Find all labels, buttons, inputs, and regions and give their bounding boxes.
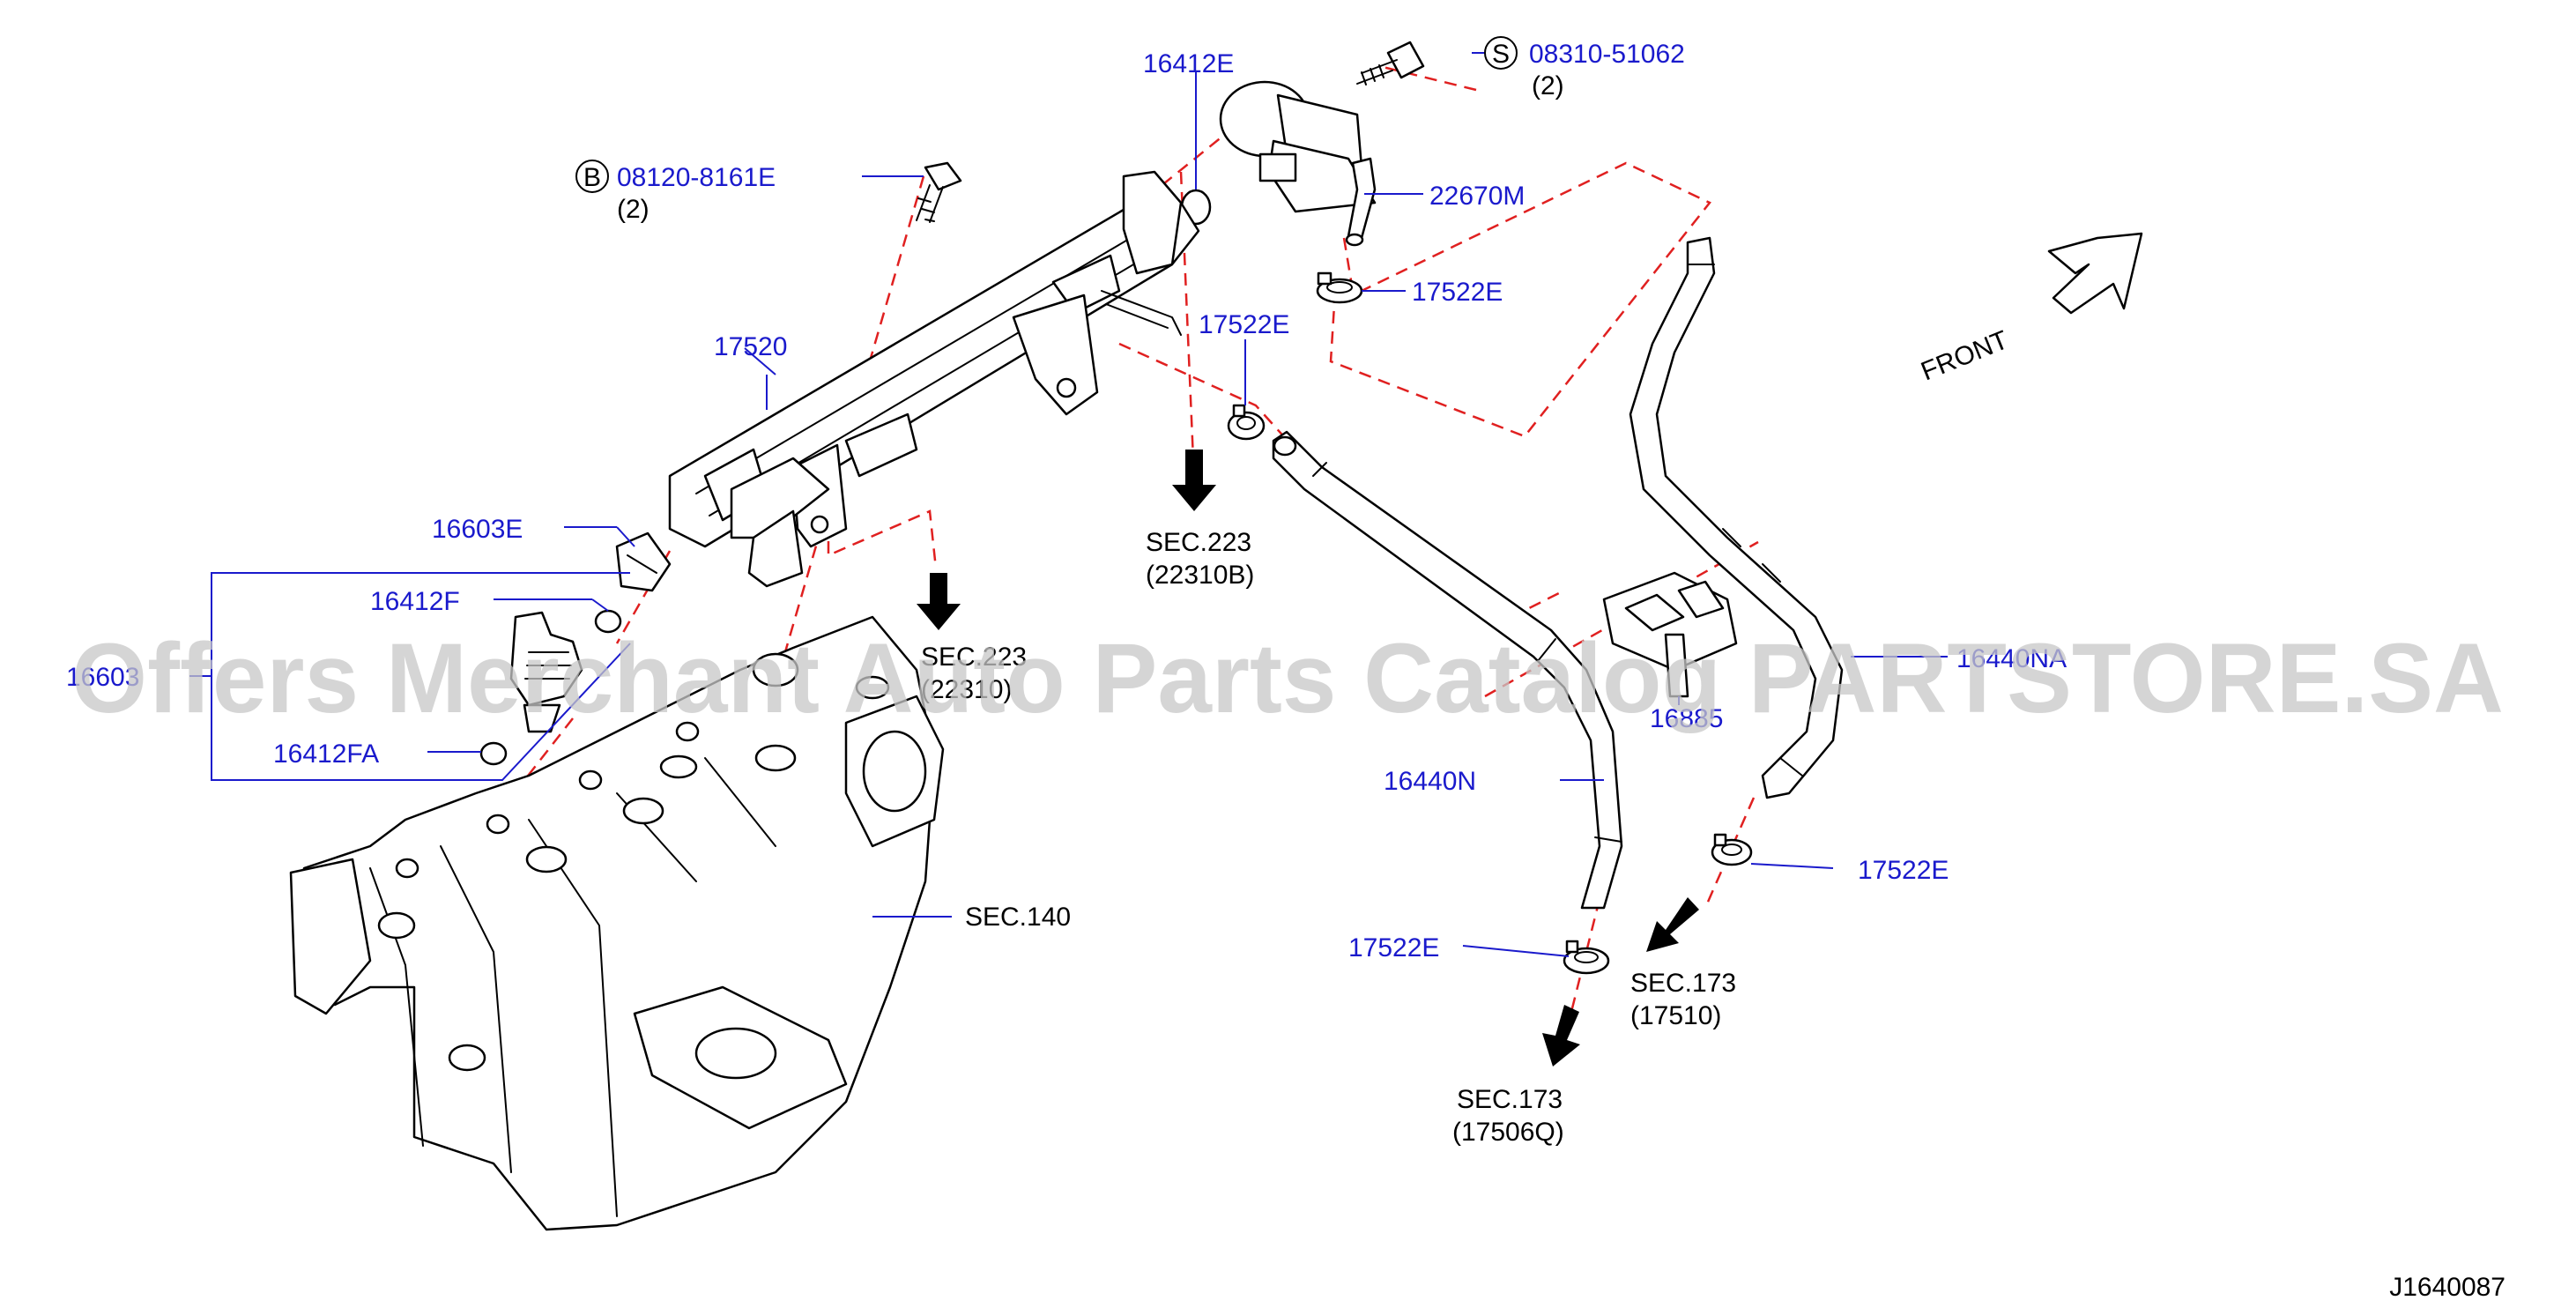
clamp-mid-icon [1227, 404, 1266, 441]
label-17522e-low[interactable]: 17522E [1348, 933, 1439, 962]
arrow-sec173b-icon [1542, 1005, 1580, 1066]
fuel-injector-icon [479, 609, 622, 766]
label-16412fa[interactable]: 16412FA [273, 739, 379, 769]
watermark-text: Offers Merchant Auto Parts Catalog PARTS… [71, 623, 2504, 733]
callout-ref-b: B [583, 163, 601, 192]
callout-ref-s: S [1492, 40, 1510, 69]
direction-arrows [917, 450, 1699, 1066]
leader-lines [189, 52, 1948, 957]
bolt-s-icon [1356, 41, 1425, 85]
label-22670m[interactable]: 22670M [1429, 182, 1525, 211]
fuel-rail-icon [668, 170, 1200, 588]
label-sec173b[interactable]: SEC.173 [1457, 1085, 1563, 1114]
label-bolt-s-qty: (2) [1532, 71, 1564, 100]
seal-16412fa-icon [479, 741, 508, 766]
label-bolt-s-part[interactable]: 08310-51062 [1529, 40, 1685, 69]
diagram-id: J1640087 [2389, 1273, 2505, 1302]
part-labels: 08310-51062 (2) 08120-8161E (2) 16412E 2… [66, 40, 2505, 1302]
callout-circle-s [1484, 36, 1518, 70]
arrow-sec223b-icon [917, 573, 961, 630]
label-sec173a-ref: (17510) [1630, 1001, 1721, 1030]
label-16412f[interactable]: 16412F [370, 587, 460, 616]
bolt-b-icon [916, 161, 962, 223]
parts-art [289, 41, 2143, 1231]
label-bolt-b-qty: (2) [617, 195, 650, 224]
label-bolt-b-part[interactable]: 08120-8161E [617, 163, 776, 192]
pressure-regulator-icon [1219, 80, 1377, 247]
label-sec173a[interactable]: SEC.173 [1630, 969, 1736, 998]
label-17522e-mid[interactable]: 17522E [1199, 310, 1289, 339]
front-arrow-icon [2047, 232, 2143, 315]
label-17522e-right[interactable]: 17522E [1858, 856, 1949, 885]
clamp-low-icon [1563, 940, 1610, 975]
label-17522e-top[interactable]: 17522E [1412, 278, 1503, 307]
label-sec223b[interactable]: SEC.223 [921, 643, 1027, 672]
arrow-sec223a-icon [1172, 450, 1216, 511]
label-sec223a[interactable]: SEC.223 [1146, 528, 1251, 557]
label-16412e[interactable]: 16412E [1143, 49, 1234, 78]
clamp-top-icon [1316, 271, 1363, 304]
arrow-sec173a-icon [1646, 897, 1699, 952]
label-sec223a-ref: (22310B) [1146, 561, 1254, 590]
label-sec223b-ref: (22310) [921, 675, 1012, 704]
hose-16440n-icon [1272, 430, 1623, 910]
label-16440na[interactable]: 16440NA [1956, 644, 2067, 673]
label-16603e[interactable]: 16603E [432, 515, 523, 544]
label-sec173b-ref: (17506Q) [1452, 1118, 1564, 1147]
label-16885[interactable]: 16885 [1650, 704, 1723, 733]
label-sec140[interactable]: SEC.140 [965, 903, 1071, 932]
clamp-right-icon [1711, 833, 1753, 866]
label-16603[interactable]: 16603 [66, 663, 139, 692]
clip-16603e-icon [615, 531, 672, 592]
label-16440n[interactable]: 16440N [1384, 767, 1476, 796]
front-label: FRONT [1917, 325, 2012, 386]
label-17520[interactable]: 17520 [714, 332, 787, 361]
hose-bracket-icon [1602, 571, 1738, 698]
hose-16440na-icon [1629, 236, 1844, 799]
callout-circle-b [575, 160, 609, 193]
intake-manifold-icon [289, 615, 945, 1231]
